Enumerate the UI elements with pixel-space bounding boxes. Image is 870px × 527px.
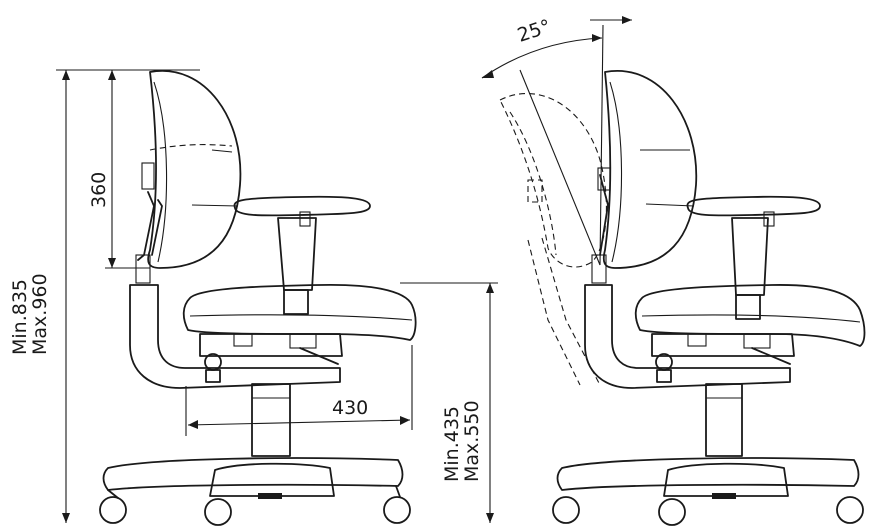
seat-height-min-label: Min.435 bbox=[441, 406, 463, 482]
left-backrest bbox=[147, 69, 242, 269]
left-chair bbox=[99, 69, 417, 526]
right-seat bbox=[634, 284, 866, 347]
left-mechanism bbox=[199, 333, 343, 357]
seat-height-max-label: Max.550 bbox=[461, 400, 483, 482]
right-caster-3 bbox=[836, 496, 864, 524]
right-base bbox=[556, 457, 860, 491]
seat-depth-label: 430 bbox=[332, 397, 368, 419]
total-height-max-label: Max.960 bbox=[29, 273, 51, 355]
right-armrest bbox=[686, 195, 821, 217]
left-dimensions bbox=[56, 69, 498, 523]
backrest-height-label: 360 bbox=[88, 172, 110, 208]
right-caster-2 bbox=[658, 498, 686, 526]
left-gas-lift bbox=[251, 383, 291, 457]
left-seat bbox=[182, 284, 417, 341]
left-armrest bbox=[233, 195, 371, 217]
total-height-min-label: Min.835 bbox=[9, 279, 31, 355]
right-backrest-upright bbox=[602, 69, 698, 269]
left-caster-2 bbox=[204, 498, 232, 526]
right-mechanism bbox=[651, 333, 795, 357]
right-backrest-tilted bbox=[499, 92, 607, 268]
left-caster-3 bbox=[383, 496, 411, 524]
left-caster-1 bbox=[99, 496, 127, 524]
right-back-support bbox=[584, 284, 791, 389]
right-caster-1 bbox=[552, 496, 580, 524]
right-chair bbox=[499, 69, 866, 526]
right-gas-lift bbox=[705, 383, 743, 457]
backrest-tilt-label: 25° bbox=[515, 15, 554, 46]
left-back-support bbox=[129, 284, 341, 389]
left-base bbox=[102, 457, 404, 491]
tilt-angle-dimension bbox=[481, 16, 632, 266]
